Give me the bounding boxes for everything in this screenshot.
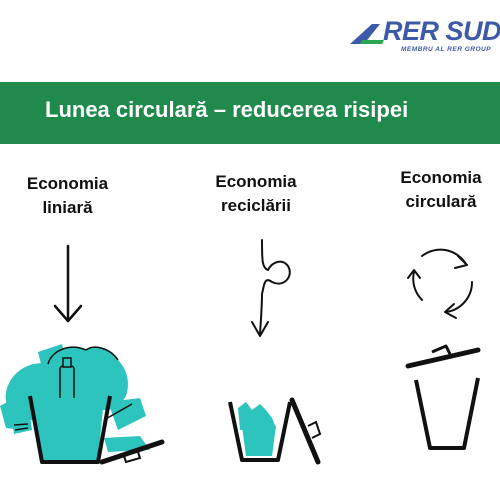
logo-tagline: MEMBRU AL RER GROUP <box>401 46 492 53</box>
overflowing-trash-bin-icon <box>0 344 165 465</box>
title-banner: Lunea circulară – reducerea risipei <box>0 82 500 144</box>
recycling-trash-bin-icon <box>228 397 322 465</box>
page-title: Lunea circulară – reducerea risipei <box>45 97 409 122</box>
loop-arrow-icon <box>251 239 291 337</box>
logo-arrow-icon <box>350 24 384 44</box>
label-linear-economy: Economia liniară <box>26 174 109 217</box>
company-logo: RER SUD MEMBRU AL RER GROUP <box>350 16 500 60</box>
circular-arrows-icon <box>407 248 474 319</box>
straight-down-arrow-icon <box>53 244 83 323</box>
empty-trash-bin-icon <box>405 344 481 450</box>
logo-brand: RER SUD <box>383 16 500 46</box>
label-circular-economy: Economia circulară <box>400 168 482 211</box>
label-recycling-economy: Economia reciclării <box>215 172 297 215</box>
